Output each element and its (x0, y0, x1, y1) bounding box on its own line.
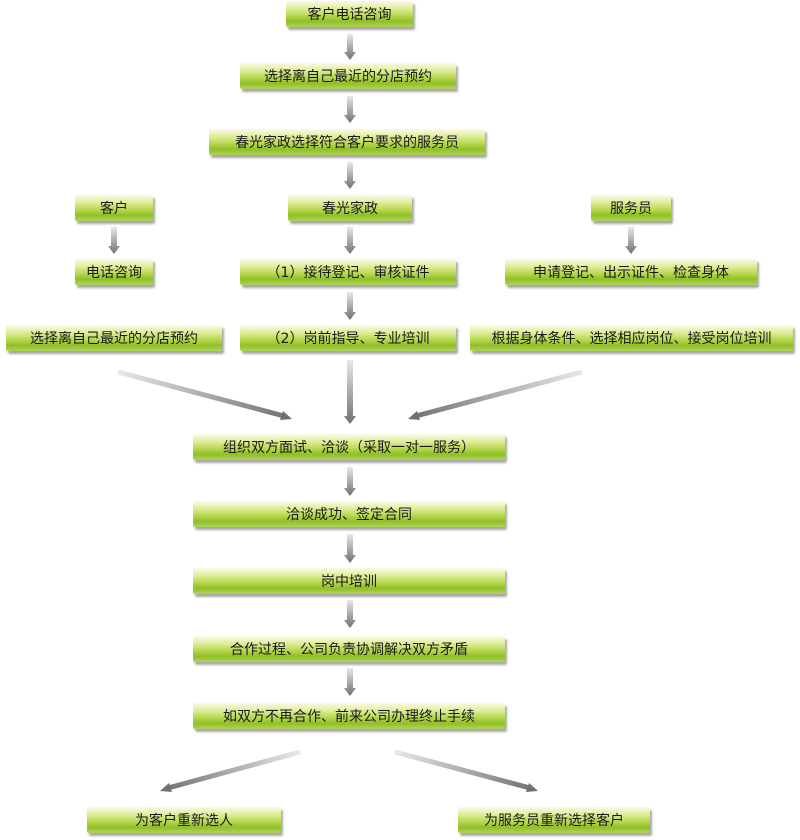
arrow-diagonal (167, 749, 301, 791)
node-column-customer: 客户 (75, 195, 153, 221)
arrow-diagonal (117, 369, 285, 419)
node-pre-job-training: （2）岗前指导、专业培训 (240, 325, 456, 351)
node-select-nearest-branch: 选择离自己最近的分店预约 (240, 63, 456, 89)
arrow-diagonal (415, 369, 583, 419)
arrow-down (344, 34, 356, 60)
node-coordinate-conflicts: 合作过程、公司负责协调解决双方矛盾 (193, 636, 505, 662)
node-reception-register: （1）接待登记、审核证件 (240, 259, 456, 285)
arrow-down (344, 467, 356, 496)
node-termination: 如双方不再合作、前来公司办理终止手续 (193, 703, 505, 729)
arrowhead (160, 783, 172, 792)
arrow-down (344, 292, 356, 320)
arrow-down (625, 227, 637, 254)
node-customer-phone-consult: 客户电话咨询 (286, 1, 413, 27)
node-apply-register: 申请登记、出示证件、检查身体 (505, 259, 757, 285)
arrow-down (344, 360, 356, 424)
arrow-down (108, 227, 120, 254)
node-reselect-customer: 为服务员重新选择客户 (458, 807, 650, 833)
node-select-matching-staff: 春光家政选择符合客户要求的服务员 (209, 129, 485, 155)
node-sign-contract: 洽谈成功、签定合同 (193, 501, 505, 527)
arrow-down (344, 227, 356, 254)
arrow-diagonal (394, 749, 531, 791)
arrowhead (526, 783, 538, 792)
node-column-staff: 服务员 (591, 195, 671, 221)
arrowhead (408, 411, 420, 420)
arrow-down (344, 96, 356, 123)
arrowhead (280, 411, 292, 420)
node-column-company: 春光家政 (288, 195, 412, 221)
arrow-down (344, 162, 356, 189)
arrow-down (344, 668, 356, 696)
node-phone-consult: 电话咨询 (75, 259, 153, 285)
node-reselect-staff: 为客户重新选人 (87, 807, 281, 833)
arrow-down (344, 600, 356, 628)
node-interview: 组织双方面试、洽谈（采取一对一服务） (193, 434, 505, 460)
node-on-job-training: 岗中培训 (193, 568, 505, 594)
arrow-down (344, 534, 356, 563)
node-select-position: 根据身体条件、选择相应岗位、接受岗位培训 (470, 325, 793, 351)
node-select-branch-appointment: 选择离自己最近的分店预约 (6, 325, 222, 351)
